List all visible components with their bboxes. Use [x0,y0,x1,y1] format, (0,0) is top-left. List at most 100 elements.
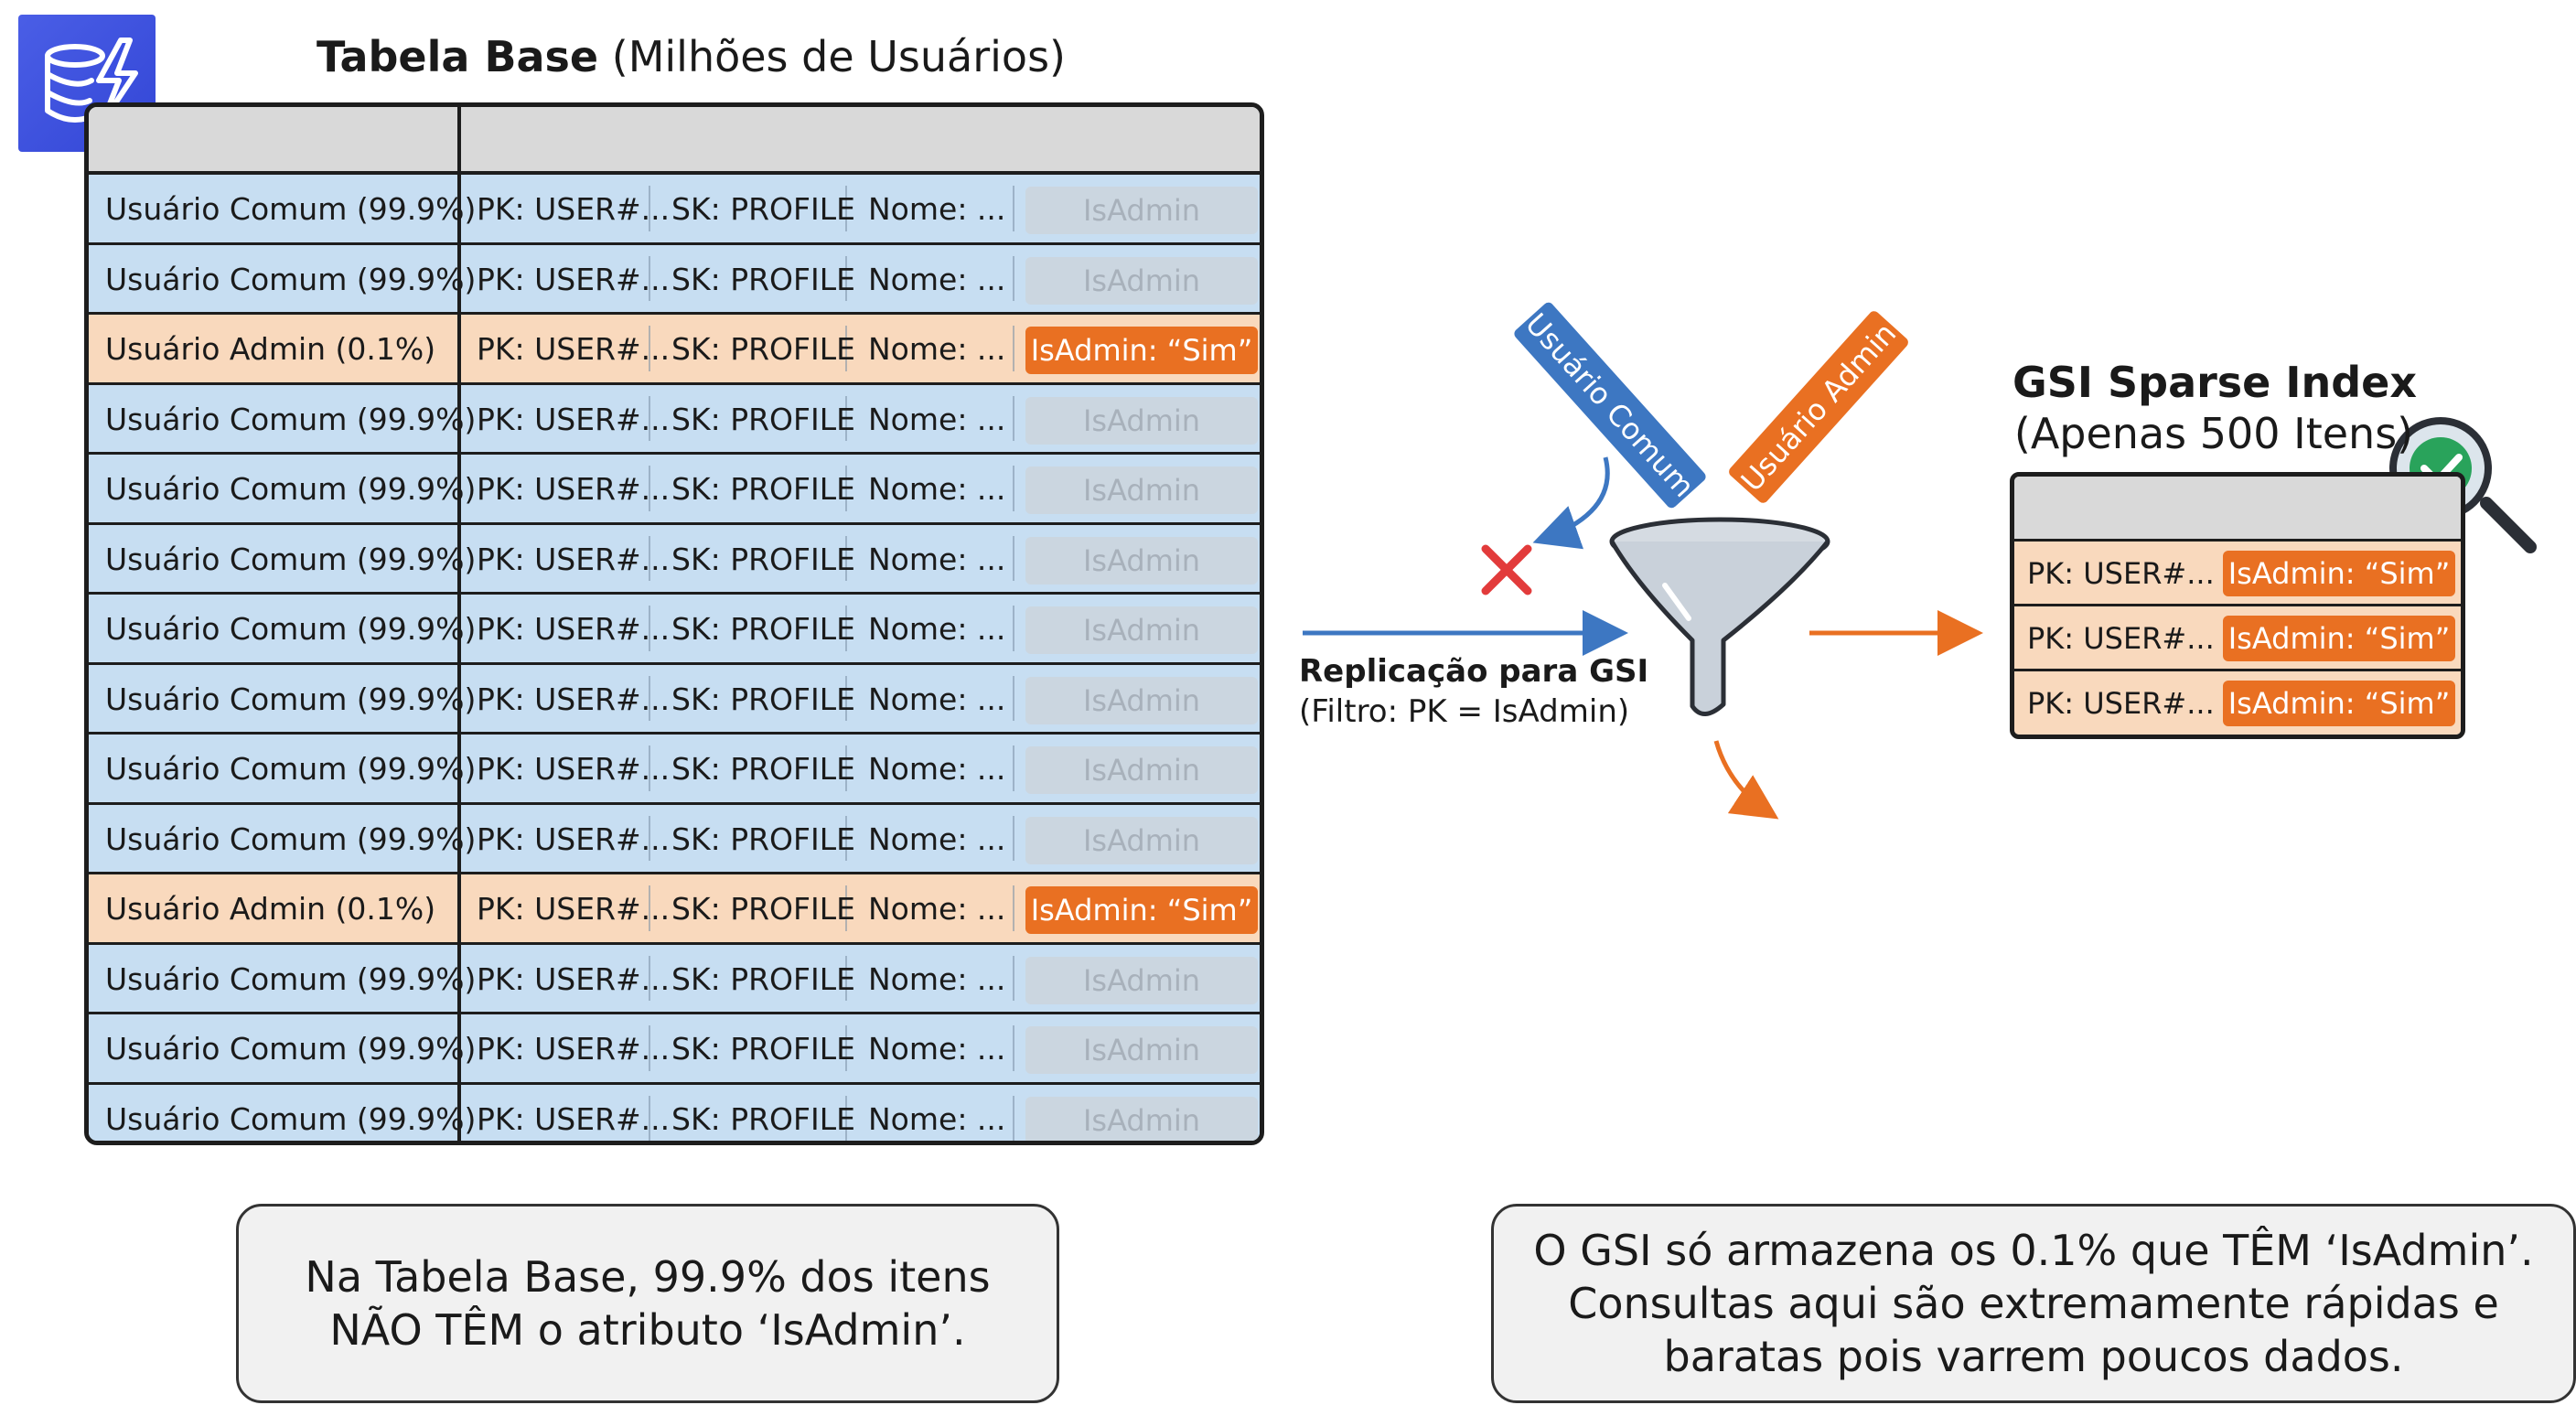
table-row: Usuário Comum (99.9%)PK: USER#...SK: PRO… [89,664,1260,735]
row-pk: PK: USER#... [477,331,671,367]
row-label: Usuário Comum (99.9%) [105,820,477,857]
isadmin-badge: IsAdmin: “Sim” [2223,616,2455,661]
row-label: Usuário Comum (99.9%) [105,681,477,717]
table-row: Usuário Comum (99.9%)PK: USER#...SK: PRO… [89,455,1260,525]
table-row: Usuário Comum (99.9%)PK: USER#...SK: PRO… [89,524,1260,595]
row-pk: PK: USER#... [477,471,671,507]
row-nome: Nome: ... [868,471,1006,507]
row-sk: SK: PROFILE [671,1100,855,1137]
row-pk: PK: USER#... [477,681,671,717]
row-pk: PK: USER#... [477,820,671,857]
gsi-row: PK: USER#...IsAdmin: “Sim” [2014,606,2461,671]
table-row: Usuário Comum (99.9%)PK: USER#...SK: PRO… [89,1014,1260,1085]
isadmin-placeholder: IsAdmin [1025,956,1258,1004]
gsi-subtitle: (Apenas 500 Itens) [2013,409,2414,458]
isadmin-placeholder: IsAdmin [1025,676,1258,724]
table-row: Usuário Comum (99.9%)PK: USER#...SK: PRO… [89,735,1260,805]
isadmin-placeholder: IsAdmin [1025,536,1258,585]
base-table: Usuário Comum (99.9%)PK: USER#...SK: PRO… [84,102,1264,1145]
row-pk: PK: USER#... [477,261,671,297]
isadmin-badge: IsAdmin: “Sim” [2223,551,2455,596]
row-nome: Nome: ... [868,1100,1006,1137]
table-row: Usuário Comum (99.9%)PK: USER#...SK: PRO… [89,944,1260,1014]
table-row: Usuário Comum (99.9%)PK: USER#...SK: PRO… [89,384,1260,455]
row-pk: PK: USER#... [477,401,671,437]
row-nome: Nome: ... [868,261,1006,297]
gsi-row: PK: USER#...IsAdmin: “Sim” [2014,671,2461,735]
table-row: Usuário Admin (0.1%)PK: USER#...SK: PROF… [89,315,1260,385]
row-label: Usuário Comum (99.9%) [105,611,477,647]
isadmin-placeholder: IsAdmin [1025,187,1258,234]
caption-right-line1: O GSI só armazena os 0.1% que TÊM ‘IsAdm… [1533,1226,2534,1275]
isadmin-placeholder: IsAdmin [1025,1026,1258,1074]
row-pk: PK: USER#... [477,611,671,647]
isadmin-placeholder: IsAdmin [1025,256,1258,305]
table-row: Usuário Comum (99.9%)PK: USER#...SK: PRO… [89,244,1260,315]
row-pk: PK: USER#... [477,1031,671,1067]
table-row: Usuário Admin (0.1%)PK: USER#...SK: PROF… [89,874,1260,945]
row-sk: SK: PROFILE [671,401,855,437]
table-row: Usuário Comum (99.9%)PK: USER#...SK: PRO… [89,175,1260,245]
row-label: Usuário Admin (0.1%) [105,331,436,367]
row-pk: PK: USER#... [477,751,671,787]
replication-filter: (Filtro: PK = IsAdmin) [1299,693,1630,730]
row-nome: Nome: ... [868,611,1006,647]
funnel-icon [1609,517,1830,716]
red-x-icon [1481,544,1532,595]
row-nome: Nome: ... [868,891,1006,927]
gsi-table-body: PK: USER#...IsAdmin: “Sim”PK: USER#...Is… [2014,542,2461,735]
row-sk: SK: PROFILE [671,960,855,997]
gsi-title-main: GSI Sparse Index [2012,358,2418,407]
gsi-table-header [2014,477,2461,542]
isadmin-placeholder: IsAdmin [1025,606,1258,654]
row-sk: SK: PROFILE [671,541,855,577]
gsi-table: PK: USER#...IsAdmin: “Sim”PK: USER#...Is… [2010,472,2465,739]
row-pk: PK: USER#... [477,541,671,577]
row-pk: PK: USER#... [477,191,671,227]
row-nome: Nome: ... [868,1031,1006,1067]
row-label: Usuário Comum (99.9%) [105,541,477,577]
replication-title: Replicação para GSI [1299,653,1649,690]
row-nome: Nome: ... [868,191,1006,227]
caption-gsi: O GSI só armazena os 0.1% que TÊM ‘IsAdm… [1491,1204,2576,1403]
row-sk: SK: PROFILE [671,820,855,857]
row-nome: Nome: ... [868,820,1006,857]
row-pk: PK: USER#... [477,960,671,997]
row-label: Usuário Comum (99.9%) [105,960,477,997]
isadmin-placeholder: IsAdmin [1025,467,1258,514]
row-pk: PK: USER#... [477,1100,671,1137]
isadmin-badge: IsAdmin: “Sim” [1025,327,1258,374]
row-label: Usuário Comum (99.9%) [105,401,477,437]
row-nome: Nome: ... [868,960,1006,997]
base-table-header [89,107,1260,175]
row-sk: SK: PROFILE [671,1031,855,1067]
gsi-title: GSI Sparse Index (Apenas 500 Itens) [2012,357,2418,459]
table-row: Usuário Comum (99.9%)PK: USER#...SK: PRO… [89,804,1260,874]
row-label: Usuário Comum (99.9%) [105,1031,477,1067]
gsi-row-pk: PK: USER#... [2027,556,2215,591]
row-nome: Nome: ... [868,331,1006,367]
base-table-title: Tabela Base (Milhões de Usuários) [317,32,1066,81]
row-nome: Nome: ... [868,681,1006,717]
table-row: Usuário Comum (99.9%)PK: USER#...SK: PRO… [89,595,1260,665]
row-nome: Nome: ... [868,541,1006,577]
reject-arrow [1532,456,1610,550]
row-label: Usuário Comum (99.9%) [105,261,477,297]
isadmin-placeholder: IsAdmin [1025,746,1258,794]
discard-arrow [1713,740,1779,820]
caption-right-line3: baratas pois varrem poucos dados. [1663,1332,2404,1381]
row-sk: SK: PROFILE [671,261,855,297]
row-label: Usuário Comum (99.9%) [105,471,477,507]
gsi-row-pk: PK: USER#... [2027,686,2215,721]
row-sk: SK: PROFILE [671,611,855,647]
row-sk: SK: PROFILE [671,891,855,927]
caption-right-line2: Consultas aqui são extremamente rápidas … [1568,1279,2499,1328]
caption-left-line1: Na Tabela Base, 99.9% dos itens [305,1252,991,1302]
isadmin-placeholder: IsAdmin [1025,816,1258,864]
row-sk: SK: PROFILE [671,751,855,787]
gsi-row: PK: USER#...IsAdmin: “Sim” [2014,542,2461,606]
row-label: Usuário Comum (99.9%) [105,191,477,227]
row-sk: SK: PROFILE [671,471,855,507]
row-nome: Nome: ... [868,401,1006,437]
isadmin-badge: IsAdmin: “Sim” [2223,681,2455,726]
